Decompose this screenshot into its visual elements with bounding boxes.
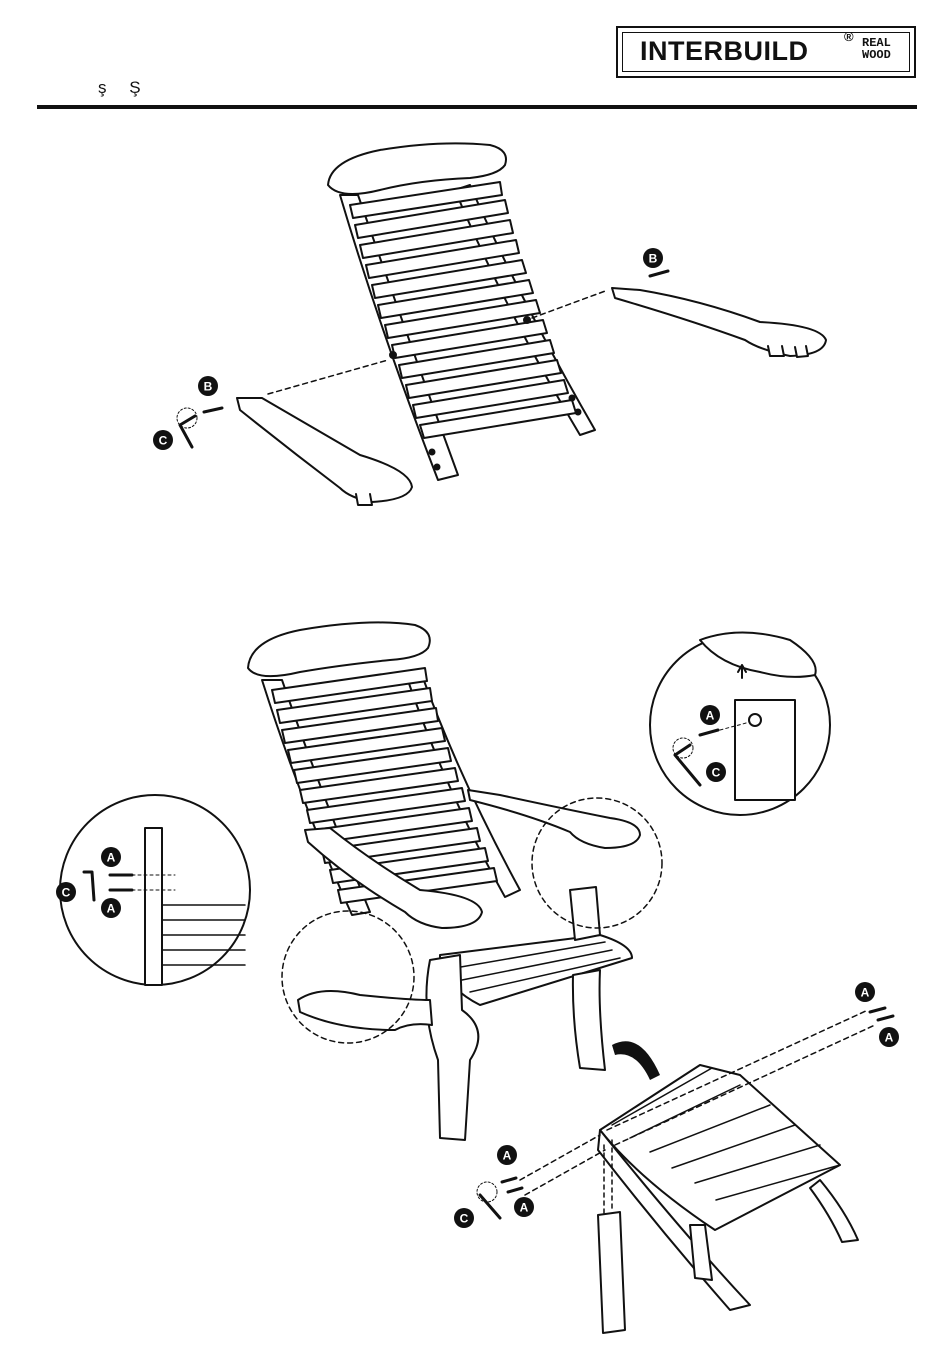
step1-diagram (177, 143, 826, 505)
callout-b-right: B (649, 252, 658, 266)
footrest-top (600, 1065, 840, 1230)
callout-legs-a2: A (520, 1201, 529, 1215)
callout-detail-right-c: C (712, 766, 721, 780)
callout-detail-left-a1: A (107, 851, 116, 865)
chair-seat (440, 935, 632, 1005)
arm-left (237, 398, 412, 502)
callout-legs-c: C (460, 1212, 469, 1226)
arm-right (612, 288, 826, 356)
back-slats (350, 182, 576, 438)
step2-diagram (60, 622, 893, 1333)
callout-b-left: B (204, 380, 213, 394)
callout-detail-left-c: C (62, 886, 71, 900)
callout-footrest-a2: A (885, 1031, 894, 1045)
chair-headrest (248, 622, 430, 676)
callout-legs-a1: A (503, 1149, 512, 1163)
callout-c-left: C (159, 434, 168, 448)
callout-footrest-a1: A (861, 986, 870, 1000)
callout-detail-right-a: A (706, 709, 715, 723)
footrest-leg (598, 1212, 625, 1333)
chair-front-leg-right (573, 970, 605, 1070)
callout-detail-left-a2: A (107, 902, 116, 916)
